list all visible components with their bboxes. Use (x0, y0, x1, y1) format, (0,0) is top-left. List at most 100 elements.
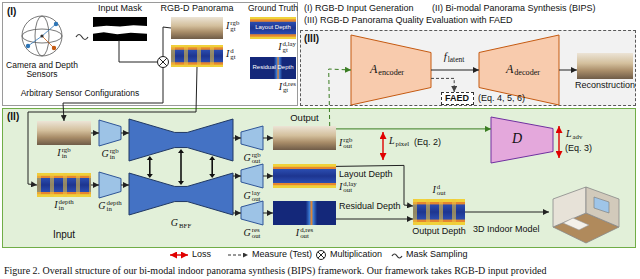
legend-loss-sample (170, 254, 188, 255)
panorama-image: Irgbin (37, 121, 91, 145)
image-caption: 3D Indoor Model (473, 225, 540, 235)
trapezoid (241, 164, 263, 188)
subscript: latent (448, 56, 465, 63)
symbol-base: I (226, 49, 229, 59)
generator-block: Gresout (241, 201, 263, 225)
index-stack: d,layout (343, 181, 356, 194)
depth-image: IdepthinInput (37, 173, 91, 197)
mask-sampling-symbol (76, 35, 88, 40)
legend-heading: (II) Bi-modal Panorama Synthesis (BIPS) (432, 4, 596, 14)
index-stack: rgbout (343, 137, 352, 150)
flow-connector (336, 165, 413, 206)
symbol-base: G (243, 153, 250, 163)
symbol-base: A (370, 63, 377, 75)
camera-dot (54, 22, 58, 26)
fusion-arrowhead (209, 156, 215, 160)
index-stack: dout (437, 184, 446, 197)
camera-dot (26, 44, 30, 48)
trapezoid (491, 117, 553, 163)
shape-outline (93, 17, 147, 41)
image-title: Input (53, 229, 75, 240)
dashed-connector (329, 69, 351, 126)
metric-name: FAED (445, 94, 469, 104)
mask-region (93, 25, 147, 34)
fusion-arrow (180, 153, 182, 181)
math-symbol: Irgbgt (226, 20, 239, 33)
sphere-center (40, 34, 43, 37)
depth-sensor-dot (52, 46, 56, 50)
equation-ref: (Eq. 3) (565, 144, 592, 154)
math-symbol: Irgbout (339, 137, 352, 150)
depth-image: Id,layoutLayout Depth (273, 164, 336, 188)
index-stack: rgbin (62, 147, 71, 160)
subscript: out (252, 158, 261, 164)
flow-connector (559, 70, 577, 71)
math-symbol: Gresout (244, 227, 261, 240)
subscript: pixel (396, 141, 410, 147)
metric-box: FAED(Eq. 4, 5, 6) (441, 92, 474, 105)
fusion-arrowhead (178, 149, 184, 153)
panorama-image: RGB-D PanoramaIrgbgt (171, 17, 223, 39)
subscript: in (62, 153, 71, 159)
mask-ground (93, 17, 147, 41)
illustration-label: Camera and Depth Sensors (2, 61, 82, 80)
subscript: in (59, 205, 74, 211)
flow-connector (233, 213, 241, 214)
symbol-base: A (506, 63, 513, 75)
flow-connector (63, 27, 171, 121)
symbol-base: I (278, 42, 281, 52)
mask-wire (119, 40, 157, 62)
fusion-arrowhead (178, 181, 184, 185)
symbol-base: I (54, 200, 57, 210)
index-stack: depthin (107, 200, 122, 213)
trapezoid (241, 201, 263, 225)
feature-symbol: flatent (444, 50, 465, 63)
panel-number: (III) (304, 33, 319, 44)
loss-symbol: Ladv (566, 128, 582, 140)
math-symbol: Aencoder (370, 62, 404, 76)
index-stack: resout (252, 227, 261, 240)
math-symbol: Idepthin (54, 199, 73, 212)
image-caption: Residual Depth (252, 64, 293, 71)
symbol-base: I (57, 148, 60, 158)
subscript: gt (283, 47, 296, 53)
generator-block: Glayout (241, 164, 263, 188)
math-symbol: Adecoder (506, 62, 540, 76)
block-letter: D (512, 131, 522, 146)
shape-outline (99, 120, 121, 146)
room-bed (563, 218, 589, 230)
symbol-base: G (244, 228, 251, 238)
symbol-base: I (339, 138, 342, 148)
panorama-image: OutputIrgbout (273, 126, 336, 150)
fusion-arrow (149, 160, 151, 174)
dashed-connector (431, 78, 454, 92)
symbol-base: G (98, 201, 105, 211)
math-symbol: Idout (432, 184, 445, 197)
subscript: BFF (179, 223, 191, 229)
illustration-label: Arbitrary Sensor Configurations (21, 89, 140, 98)
mask-image: Input Mask (93, 17, 147, 41)
subscript: gt (283, 87, 296, 93)
index-stack: dgt (230, 48, 235, 61)
subscript: out (343, 187, 356, 193)
subscript: in (107, 206, 122, 212)
flow-connector (431, 70, 479, 71)
shape-outline (129, 119, 233, 215)
flow-connector (336, 128, 491, 129)
symbol-base: I (279, 82, 282, 92)
symbol-base: I (296, 228, 299, 238)
trapezoid (99, 120, 121, 146)
image-title: RGB-D Panorama (160, 4, 233, 14)
fusion-network: GBFF (129, 119, 233, 215)
math-symbol: Grgbin (101, 148, 118, 161)
subscript: out (437, 190, 446, 196)
trapezoid (351, 35, 431, 105)
math-symbol: Irgbin (57, 147, 70, 160)
index-stack: layout (252, 190, 261, 203)
index-stack: encoder (378, 62, 404, 76)
math-symbol: Id,layout (339, 181, 357, 194)
